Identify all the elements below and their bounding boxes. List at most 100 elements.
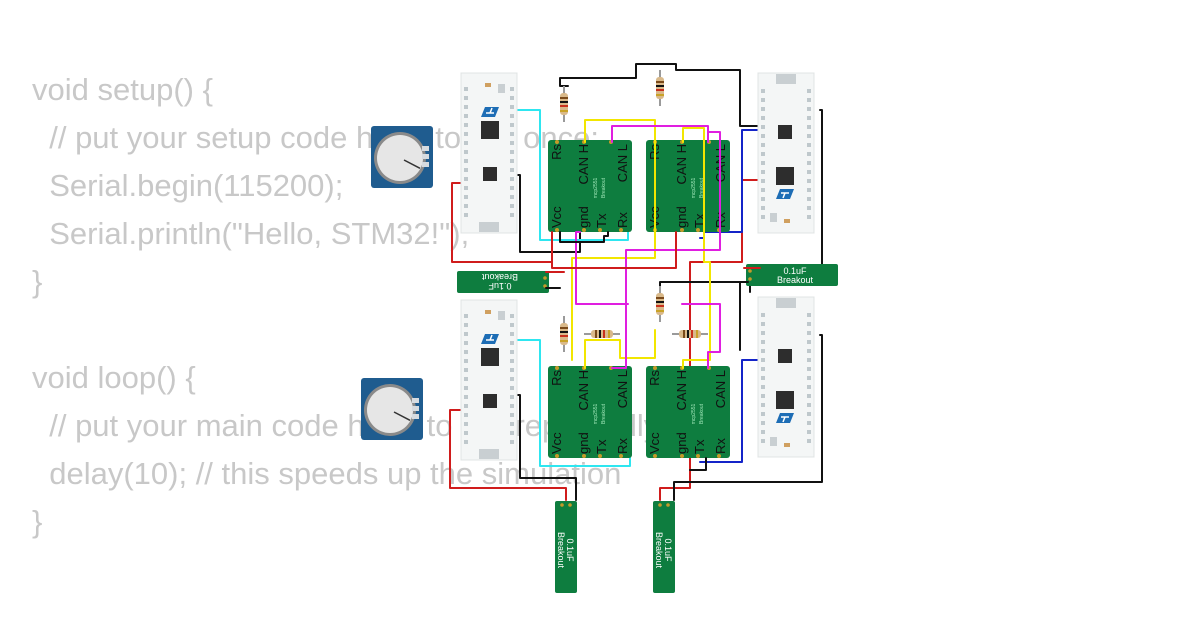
header-pin (510, 314, 514, 318)
header-pin (464, 440, 468, 444)
wire-ground-right-bottom (673, 334, 823, 501)
module-pin (555, 366, 559, 370)
header-pin (761, 206, 765, 210)
pin-label-can-h: CAN H (576, 144, 591, 184)
header-pin (807, 116, 811, 120)
header-pin (464, 186, 468, 190)
header-pin (807, 403, 811, 407)
resistor-band (560, 97, 568, 99)
header-pin (807, 439, 811, 443)
header-pin (761, 340, 765, 344)
nucleo-l031k6-board (757, 296, 815, 458)
header-pin (761, 215, 765, 219)
resistor-band (560, 327, 568, 329)
capacitor-pin (543, 276, 547, 280)
mcu-chip (481, 121, 499, 139)
pin-label-rx: Rx (713, 438, 728, 454)
pin-label-tx: Tx (594, 213, 609, 228)
pin-label-gnd: gnd (674, 206, 689, 228)
header-pin (761, 394, 765, 398)
header-pin (761, 197, 765, 201)
resistor-band (560, 110, 568, 112)
wire-canl-magenta-top (611, 125, 709, 143)
header-pin (464, 87, 468, 91)
reset-button (498, 84, 505, 93)
header-pin (510, 341, 514, 345)
header-pin (807, 188, 811, 192)
header-pin (761, 89, 765, 93)
header-pin (761, 349, 765, 353)
header-pin (761, 152, 765, 156)
resistor-band (656, 89, 664, 91)
header-pin (464, 350, 468, 354)
pot-pin (422, 162, 429, 167)
st-logo-mark (486, 107, 494, 114)
header-pin (807, 394, 811, 398)
resistor-band (560, 101, 568, 103)
module-pin (619, 228, 623, 232)
resistor-band (560, 340, 568, 342)
pin-label-tx: Tx (594, 439, 609, 454)
header-pin (807, 89, 811, 93)
wire-canh-yellow (571, 119, 656, 361)
module-body (548, 140, 632, 232)
header-pin (761, 376, 765, 380)
capacitor-body (555, 501, 577, 593)
pot-indicator (393, 411, 411, 422)
module-subtitle: Breakout (601, 403, 607, 424)
pot-indicator (403, 159, 421, 170)
module-pin (555, 454, 559, 458)
pot-pin (412, 406, 419, 411)
header-pin (761, 134, 765, 138)
header-pin (761, 98, 765, 102)
pin-label-can-h: CAN H (674, 144, 689, 184)
pot-knob (367, 387, 413, 433)
header-pin (464, 323, 468, 327)
header-pin (761, 403, 765, 407)
header-pin (510, 431, 514, 435)
resistor-band (595, 330, 597, 338)
header-pin (464, 114, 468, 118)
header-pin (510, 177, 514, 181)
header-pin (807, 152, 811, 156)
stlink-chip (483, 167, 497, 181)
wire-ground-left (517, 174, 581, 253)
header-pin (464, 213, 468, 217)
header-pin (464, 368, 468, 372)
pin-label-gnd: gnd (674, 432, 689, 454)
wire-canl-magenta-bottom (681, 303, 721, 369)
header-pin (510, 150, 514, 154)
code-line: } (32, 264, 43, 299)
reset-button (498, 311, 505, 320)
resistor-band (603, 330, 605, 338)
capacitor-value: 0.1uF (783, 266, 807, 276)
header-pin (464, 132, 468, 136)
header-pin (464, 422, 468, 426)
pin-label-vcc: Vcc (549, 432, 564, 454)
header-pin (510, 195, 514, 199)
header-pin (807, 170, 811, 174)
header-pin (807, 412, 811, 416)
code-line: void setup() { (32, 72, 213, 107)
header-pin (807, 107, 811, 111)
header-pin (761, 439, 765, 443)
led (485, 83, 491, 87)
module-subtitle: Breakout (699, 403, 705, 424)
module-pin (582, 228, 586, 232)
pin-label-rx: Rx (615, 212, 630, 228)
led (784, 219, 790, 223)
resistor-band (696, 330, 698, 338)
wire-power-left (451, 182, 553, 263)
code-line: delay(10); // this speeds up the simulat… (32, 456, 622, 491)
header-pin (761, 385, 765, 389)
module-pin (555, 228, 559, 232)
header-pin (510, 395, 514, 399)
pot-knob (377, 135, 423, 181)
header-pin (464, 141, 468, 145)
header-pin (807, 125, 811, 129)
header-pin (510, 186, 514, 190)
pin-label-can-l: CAN L (713, 370, 728, 408)
module-pin (696, 228, 700, 232)
